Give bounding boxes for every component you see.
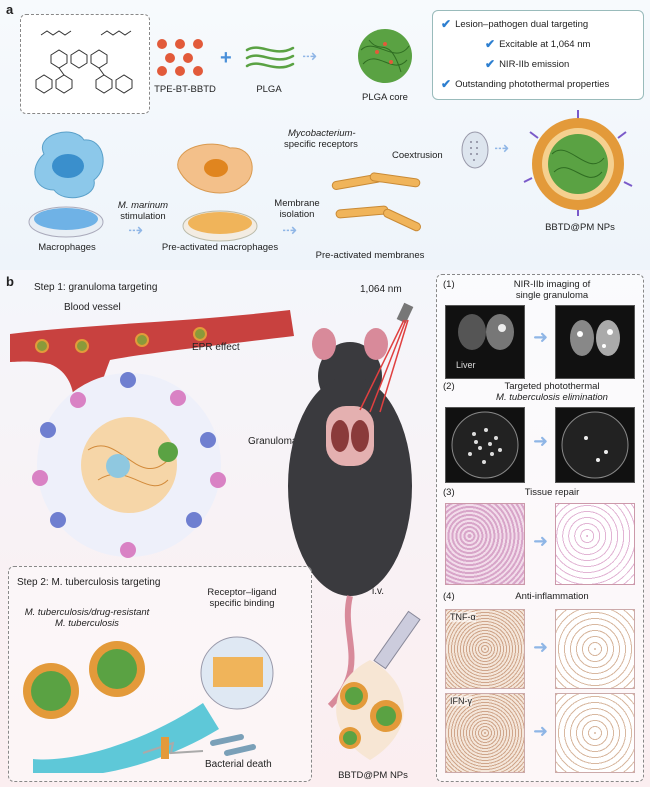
tissue-before <box>445 503 525 585</box>
result-4-title: Anti-inflammation <box>515 591 589 602</box>
bacterial-death-label: Bacterial death <box>205 759 272 770</box>
bbtd-pm-nps-label-b: BBTD@PM NPs <box>338 770 408 781</box>
bbtd-pm-nps-label: BBTD@PM NPs <box>545 222 615 233</box>
results-box: (1) NIR-IIb imaging of single granuloma … <box>436 274 644 782</box>
granuloma-label: Granuloma <box>248 436 298 447</box>
check-icon: ✔ <box>441 17 452 31</box>
tpe-bt-bbtd-dots-icon <box>157 39 203 76</box>
plus-sign: + <box>220 47 232 69</box>
plate-before <box>445 407 525 483</box>
macrophages-dish-icon <box>28 206 104 238</box>
result-2-number: (2) <box>443 381 455 392</box>
isolation-label-2: isolation <box>279 209 315 220</box>
feature-1: ✔Lesion–pathogen dual targeting <box>441 17 589 31</box>
plate-after <box>555 407 635 483</box>
panel-a-label: a <box>6 2 14 17</box>
plga-label: PLGA <box>256 84 282 95</box>
receptors-label-1: Mycobacterium- <box>288 128 356 139</box>
arrow-to-core-icon: ⇢ <box>302 46 318 66</box>
result-2-arrow-icon: ➜ <box>533 431 549 451</box>
panel-b-label: b <box>6 274 14 289</box>
result-3-title: Tissue repair <box>524 487 580 498</box>
result-1-title-2: single granuloma <box>515 290 589 301</box>
plate-colonies-icon <box>451 411 519 479</box>
result-2-title-2: M. tuberculosis elimination <box>496 392 608 403</box>
preactivated-macrophages-label: Pre-activated macrophages <box>161 242 279 253</box>
result-4a-arrow-icon: ➜ <box>533 637 549 657</box>
coextrusion-label: Coextrusion <box>392 150 443 161</box>
feature-3: ✔NIR-IIb emission <box>485 57 570 71</box>
step2-label: Step 2: M. tuberculosis targeting <box>17 577 161 588</box>
panel-a: a TPE-BT-BBTD + <box>0 0 650 270</box>
ifn-inset-label: IFN-γ <box>450 696 472 706</box>
check-icon: ✔ <box>441 77 452 91</box>
receptors-label-2: specific receptors <box>284 139 358 150</box>
syringe-and-droplet-icon <box>336 610 421 760</box>
coextrusion-arrow-icon: ⇢ <box>494 138 510 158</box>
result-4-number: (4) <box>443 591 455 602</box>
stimulation-label-2: stimulation <box>120 211 166 222</box>
tnf-inset-label: TNF-α <box>450 612 476 622</box>
activated-macrophage-icon <box>177 143 253 194</box>
feature-2: ✔Excitable at 1,064 nm <box>485 37 591 51</box>
result-1-title-1: NIR-IIb imaging of <box>513 279 591 290</box>
result-3-number: (3) <box>443 487 455 498</box>
membranes-icon <box>331 172 422 232</box>
stimulation-label-1: M. marinum <box>117 200 169 211</box>
receptor-ligand-label-1: Receptor–ligand <box>207 587 277 598</box>
nir-glow-after-icon <box>570 320 620 356</box>
mtb-targeting-illustration <box>23 636 274 773</box>
bbtd-pm-nanoparticle-icon <box>523 110 633 216</box>
nir-imaging-before: Liver <box>445 305 525 379</box>
plga-strands-icon <box>245 46 295 69</box>
epr-effect-label: EPR effect <box>192 342 240 353</box>
nir-imaging-after <box>555 305 635 379</box>
plate-few-colonies-icon <box>561 411 629 479</box>
mouse-icon <box>288 328 412 709</box>
plga-core-icon <box>358 29 412 83</box>
nir-glow-icon <box>458 314 514 350</box>
tnf-after <box>555 609 635 689</box>
tpe-bt-bbtd-label: TPE-BT-BBTD <box>154 84 216 95</box>
preactivated-membranes-label: Pre-activated membranes <box>315 250 425 261</box>
receptor-ligand-label-2: specific binding <box>209 598 275 609</box>
granuloma-icon <box>32 372 226 558</box>
mtb-label-1: M. tuberculosis/drug-resistant <box>24 607 150 618</box>
molecule-structure-box <box>20 14 150 114</box>
result-1-number: (1) <box>443 279 455 290</box>
result-4b-arrow-icon: ➜ <box>533 721 549 741</box>
molecule-structure-icon <box>35 30 133 94</box>
check-icon: ✔ <box>485 57 496 71</box>
iv-label: i.v. <box>372 586 385 597</box>
features-box: ✔Lesion–pathogen dual targeting ✔Excitab… <box>432 10 644 100</box>
macrophages-label: Macrophages <box>38 242 96 253</box>
macrophage-icon <box>34 131 104 199</box>
laser-wavelength-label: 1,064 nm <box>360 284 402 295</box>
tnf-before: TNF-α <box>445 609 525 689</box>
preactivated-dish-icon <box>182 210 258 242</box>
isolation-label-1: Membrane <box>274 198 320 209</box>
extruder-filter-icon <box>461 131 489 169</box>
result-3-arrow-icon: ➜ <box>533 531 549 551</box>
laser-beam-icon <box>359 302 414 413</box>
result-1-arrow-icon: ➜ <box>533 327 549 347</box>
step1-label: Step 1: granuloma targeting <box>34 282 158 293</box>
check-icon: ✔ <box>485 37 496 51</box>
ifn-after <box>555 693 635 773</box>
ifn-before: IFN-γ <box>445 693 525 773</box>
blood-vessel-label: Blood vessel <box>64 302 121 313</box>
plga-core-label: PLGA core <box>362 92 408 103</box>
stimulation-arrow-icon: ⇢ <box>128 220 144 240</box>
feature-4: ✔Outstanding photothermal properties <box>441 77 610 91</box>
result-2-title-1: Targeted photothermal <box>504 381 600 392</box>
liver-inset-label: Liver <box>456 360 476 370</box>
step2-box: Step 2: M. tuberculosis targeting M. tub… <box>8 566 312 782</box>
panel-b: b Step 1: granuloma targeting Blood vess… <box>0 270 650 787</box>
isolation-arrow-icon: ⇢ <box>282 220 298 240</box>
tissue-after <box>555 503 635 585</box>
mtb-label-2: M. tuberculosis <box>55 618 119 629</box>
